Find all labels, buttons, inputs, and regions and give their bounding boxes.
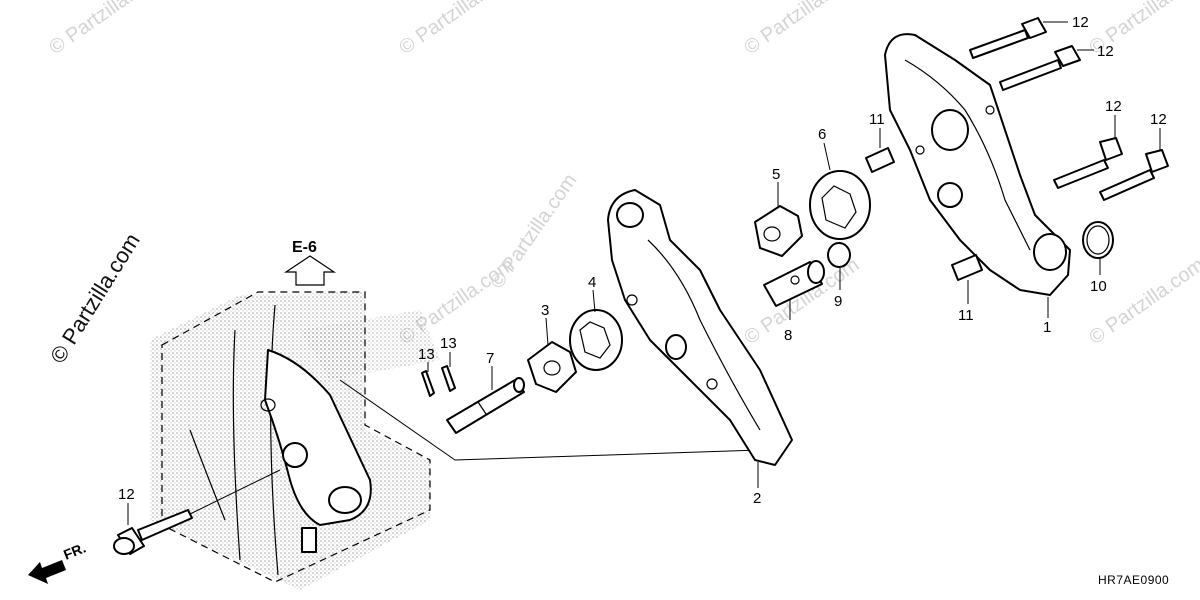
callout-13-left: 13 [418,346,435,363]
front-label: FR. [61,539,88,562]
washer-9 [827,242,851,268]
bolt-12-lower [113,469,281,555]
watermark: © Partzilla.com [740,0,863,59]
callout-6: 6 [818,126,826,143]
dowel-11-upper [865,147,895,173]
pump-body-1 [884,33,1071,296]
diagram-code: HR7AE0900 [1098,573,1169,587]
callout-12-mid: 12 [1105,98,1122,115]
callout-5: 5 [772,166,780,183]
outer-rotor-4 [569,309,623,371]
outer-rotor-6 [809,170,871,240]
callout-3: 3 [541,302,549,319]
reference-arrow: E-6 [284,239,336,286]
callout-2: 2 [753,490,761,507]
callout-11-lower: 11 [958,307,974,324]
watermark: © Partzilla.com [1085,254,1200,349]
watermark: © Partzilla.com [395,0,518,59]
o-ring-10 [1082,221,1114,259]
crankcase-dashed-boundary [161,291,431,583]
callout-1: 1 [1043,319,1051,336]
watermark: © Partzilla.com [486,170,581,293]
dowel-pins-13 [421,365,456,397]
inner-rotor-3 [527,341,577,393]
crankcase-wall [264,349,372,526]
watermark-main: © Partzilla.com [45,229,145,368]
callout-11-upper: 11 [869,111,885,128]
front-direction: FR. [28,539,88,584]
bolts-12-upper [969,17,1169,201]
inner-rotor-5 [754,205,803,257]
pump-shaft-7 [446,377,525,434]
up-arrow-icon [284,255,336,286]
callout-8: 8 [784,327,792,344]
crankcase-boss [328,486,362,514]
callout-4: 4 [588,274,596,291]
callout-9: 9 [834,293,842,310]
callout-numbers: 1 2 3 4 5 6 7 8 9 10 11 11 12 12 12 12 1… [118,14,1167,507]
callout-10: 10 [1090,278,1107,295]
crankcase-assembly [150,291,440,590]
crankcase-tab [301,527,317,553]
callout-7: 7 [486,350,494,367]
callout-12-top: 12 [1072,14,1089,31]
front-arrow-icon [28,560,66,584]
reference-label: E-6 [292,239,317,256]
pump-shaft-8 [763,260,825,307]
watermark: © Partzilla.com [45,0,168,59]
callout-12-lower-left: 12 [118,486,135,503]
dowel-11-lower [951,254,983,281]
callout-leaders [127,21,1161,525]
callout-12-second: 12 [1097,43,1114,60]
callout-13-right: 13 [440,335,457,352]
separator-plate-2 [607,189,793,466]
assembly-leader [339,379,761,461]
callout-12-right: 12 [1150,111,1167,128]
